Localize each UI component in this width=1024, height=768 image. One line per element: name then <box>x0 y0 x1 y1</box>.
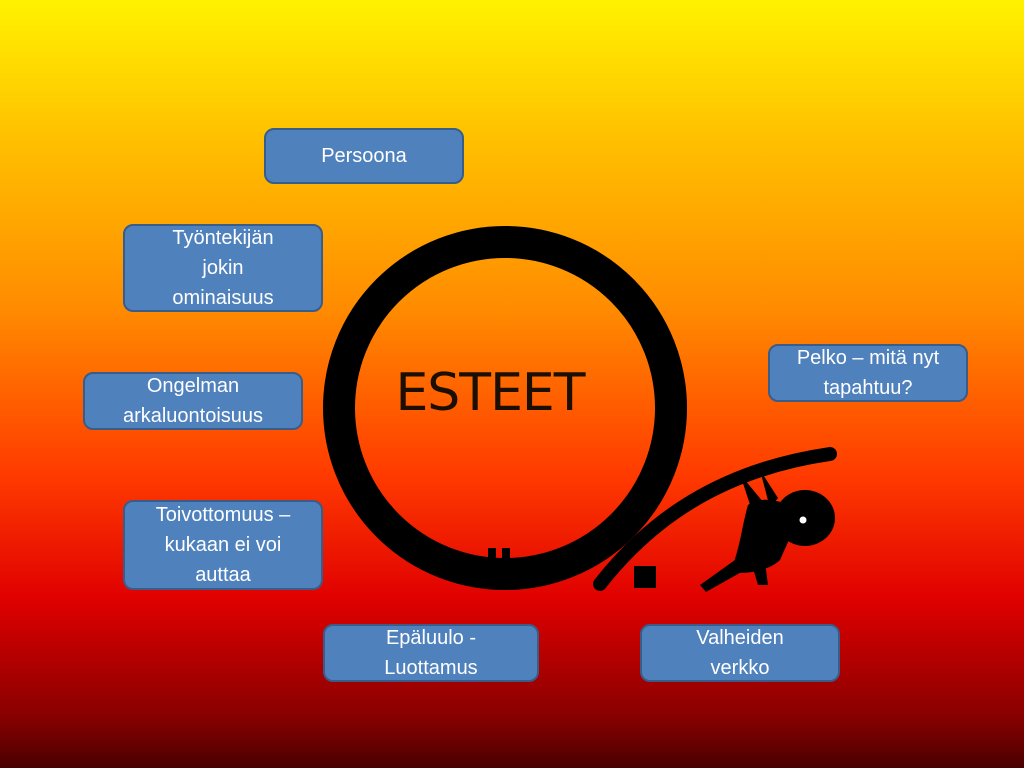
obstacle-box-toivottomuus: Toivottomuus – kukaan ei voi auttaa <box>123 500 323 590</box>
obstacle-box-persoona: Persoona <box>264 128 464 184</box>
obstacle-label: Työntekijän jokin ominaisuus <box>172 227 274 309</box>
ring-base-mark <box>502 548 510 586</box>
obstacle-box-pelko: Pelko – mitä nyt tapahtuu? <box>768 344 968 402</box>
ring-base-mark <box>488 548 496 586</box>
obstacle-label: Pelko – mitä nyt tapahtuu? <box>796 347 940 399</box>
obstacle-label: Persoona <box>321 145 407 167</box>
obstacle-label: Epäluulo - Luottamus <box>384 627 478 679</box>
obstacle-box-tyontekija: Työntekijän jokin ominaisuus <box>123 224 323 312</box>
stick-figure-pushing-icon <box>593 447 837 592</box>
obstacle-box-ongelman: Ongelman arkaluontoisuus <box>83 372 303 430</box>
small-block-icon <box>634 566 656 588</box>
center-title: ESTEET <box>395 363 585 423</box>
obstacle-label: Valheiden verkko <box>696 627 784 679</box>
obstacle-label: Ongelman arkaluontoisuus <box>122 375 264 427</box>
obstacle-box-valheiden: Valheiden verkko <box>640 624 840 682</box>
obstacle-box-epaluulo: Epäluulo - Luottamus <box>323 624 539 682</box>
obstacle-label: Toivottomuus – kukaan ei voi auttaa <box>155 504 291 586</box>
